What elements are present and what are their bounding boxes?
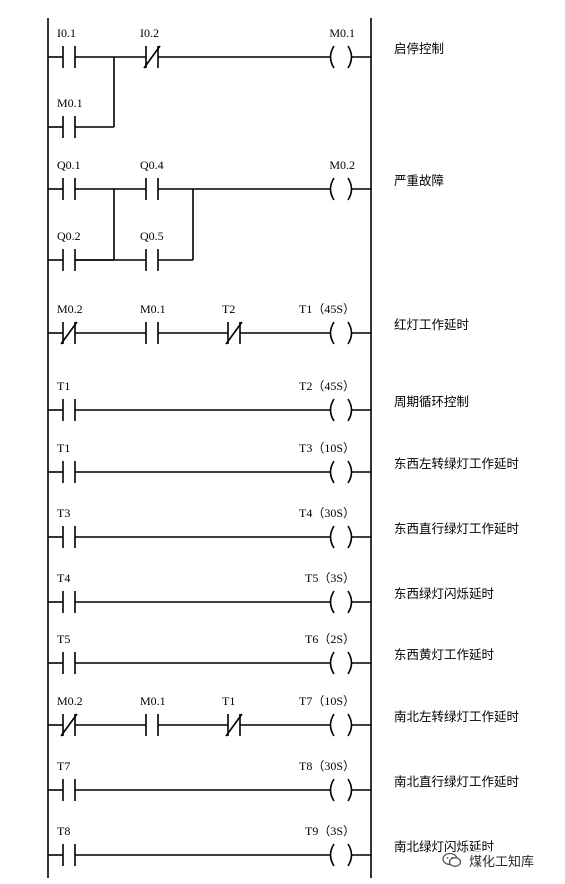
no-contact (62, 652, 76, 674)
output-coil (329, 321, 353, 345)
output-coil (329, 460, 353, 484)
contact-label: T7 (57, 759, 70, 773)
rung-comment: 南北左转绿灯工作延时 (394, 709, 520, 724)
contact-label: T2 (222, 302, 235, 316)
no-contact (62, 399, 76, 421)
no-contact (145, 322, 159, 344)
contact-label: I0.2 (140, 26, 159, 40)
no-contact (62, 591, 76, 613)
coil-label: M0.1 (329, 26, 355, 40)
coil-label: T4（30S） (299, 506, 355, 520)
contact-label: T8 (57, 824, 70, 838)
contact-label: M0.2 (57, 302, 83, 316)
rung-comment: 东西黄灯工作延时 (394, 647, 495, 662)
watermark: 煤化工知库 (442, 849, 537, 871)
no-contact (62, 779, 76, 801)
contact-label: T1 (57, 379, 70, 393)
coil-label: T7（10S） (299, 694, 355, 708)
no-contact (62, 46, 76, 68)
coil-label: M0.2 (329, 158, 355, 172)
contact-label: Q0.5 (140, 229, 164, 243)
rung-comment: 南北直行绿灯工作延时 (394, 774, 520, 789)
coil-label: T9（3S） (305, 824, 355, 838)
output-coil (329, 843, 353, 867)
no-contact (62, 178, 76, 200)
nc-contact (143, 45, 161, 69)
coil-label: T8（30S） (299, 759, 355, 773)
contact-label: T4 (57, 571, 70, 585)
coil-label: T2（45S） (299, 379, 355, 393)
nc-contact (60, 713, 78, 737)
contact-label: Q0.4 (140, 158, 164, 172)
rung-comment: 东西绿灯闪烁延时 (394, 586, 495, 601)
coil-label: T3（10S） (299, 441, 355, 455)
nc-contact (225, 321, 243, 345)
contact-label: T3 (57, 506, 70, 520)
no-contact (62, 844, 76, 866)
output-coil (329, 398, 353, 422)
output-coil (329, 177, 353, 201)
no-contact (145, 714, 159, 736)
rung-comment: 红灯工作延时 (394, 317, 470, 332)
contact-label: T5 (57, 632, 70, 646)
output-coil (329, 713, 353, 737)
output-coil (329, 778, 353, 802)
contact-label: M0.1 (57, 96, 83, 110)
rung-comment: 周期循环控制 (394, 394, 469, 409)
no-contact (62, 249, 76, 271)
contact-label: T1 (222, 694, 235, 708)
nc-contact (60, 321, 78, 345)
nc-contact (225, 713, 243, 737)
contact-label: M0.1 (140, 302, 166, 316)
wechat-icon (442, 852, 462, 867)
contact-label: M0.2 (57, 694, 83, 708)
output-coil (329, 525, 353, 549)
no-contact (145, 178, 159, 200)
no-contact (62, 116, 76, 138)
rung-comment: 启停控制 (394, 41, 444, 56)
output-coil (329, 45, 353, 69)
no-contact (62, 526, 76, 548)
contact-label: I0.1 (57, 26, 76, 40)
rung-comment: 东西直行绿灯工作延时 (394, 521, 520, 536)
rung-comment: 南北绿灯闪烁延时 (394, 839, 495, 854)
contact-label: M0.1 (140, 694, 166, 708)
rung-comment: 严重故障 (394, 173, 444, 188)
no-contact (145, 249, 159, 271)
no-contact (62, 461, 76, 483)
contact-label: Q0.2 (57, 229, 81, 243)
contact-label: T1 (57, 441, 70, 455)
contact-label: Q0.1 (57, 158, 81, 172)
output-coil (329, 590, 353, 614)
coil-label: T6（2S） (305, 632, 355, 646)
watermark-text: 煤化工知库 (467, 850, 537, 870)
coil-label: T1（45S） (299, 302, 355, 316)
rung-comment: 东西左转绿灯工作延时 (394, 456, 520, 471)
coil-label: T5（3S） (305, 571, 355, 585)
output-coil (329, 651, 353, 675)
